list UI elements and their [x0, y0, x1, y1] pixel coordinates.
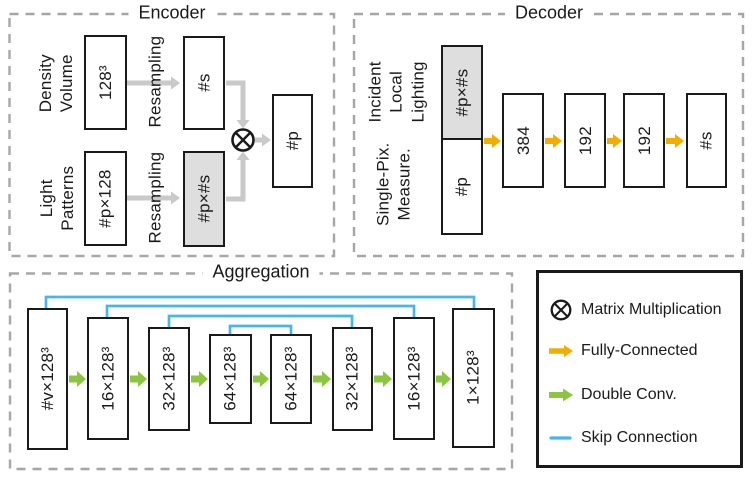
node-agg-1: #v×128³ [27, 308, 68, 450]
node-agg-5: 64×128³ [270, 334, 312, 424]
skip-connection-line-icon [547, 434, 575, 442]
node-agg-3: 32×128³ [148, 327, 190, 431]
double-conv-arrow-icon [547, 387, 575, 403]
node-agg-7: 16×128³ [393, 317, 435, 440]
density-volume-label: Density Volume [35, 53, 76, 113]
double-conv-arrows [69, 371, 451, 387]
resampling-top-label: Resampling [145, 36, 165, 128]
legend-item-double-conv: Double Conv. [547, 382, 677, 408]
resampling-bottom-label: Resampling [145, 152, 165, 244]
legend-item-matrix-multiplication: Matrix Multiplication [547, 297, 721, 323]
encoder-title: Encoder [128, 2, 216, 24]
fully-connected-arrows [484, 134, 684, 148]
matrix-multiplication-operator [231, 128, 255, 152]
node-agg-4: 64×128³ [209, 334, 252, 424]
single-pixel-measurement-label: Single-Pix. Measure. [373, 142, 414, 226]
aggregation-title: Aggregation [202, 261, 320, 283]
node-single-pixel: #p [452, 176, 472, 196]
legend: Matrix Multiplication Fully-Connected Do… [536, 270, 743, 468]
light-patterns-label: Light Patterns [36, 165, 78, 231]
node-resampled-volume: #s [183, 36, 225, 130]
node-resampled-patterns: #p×#s [183, 151, 225, 247]
node-light-patterns: #p×128 [84, 151, 127, 246]
fully-connected-arrow-icon [547, 343, 575, 359]
node-decoder-input: #p×#s #p [441, 45, 483, 235]
aggregation-dashed-border [8, 272, 514, 471]
skip-connection-lines [44, 295, 476, 337]
node-agg-6: 32×128³ [332, 327, 373, 431]
matrix-multiplication-icon [547, 298, 575, 322]
decoder-title: Decoder [504, 2, 594, 24]
node-encoder-output: #p [272, 94, 313, 188]
node-decoder-output: #s [686, 93, 727, 188]
node-incident-lighting: #p×#s [443, 47, 481, 140]
node-fc-384: 384 [502, 93, 544, 188]
legend-item-fully-connected: Fully-Connected [547, 338, 698, 364]
node-density-volume: 128³ [84, 35, 127, 130]
node-agg-2: 16×128³ [87, 317, 129, 440]
node-fc-192-b: 192 [623, 93, 665, 188]
legend-item-skip-connection: Skip Connection [547, 425, 698, 451]
resampling-arrows [127, 76, 271, 205]
node-fc-192-a: 192 [564, 93, 606, 188]
node-agg-8: 1×128³ [452, 308, 495, 448]
